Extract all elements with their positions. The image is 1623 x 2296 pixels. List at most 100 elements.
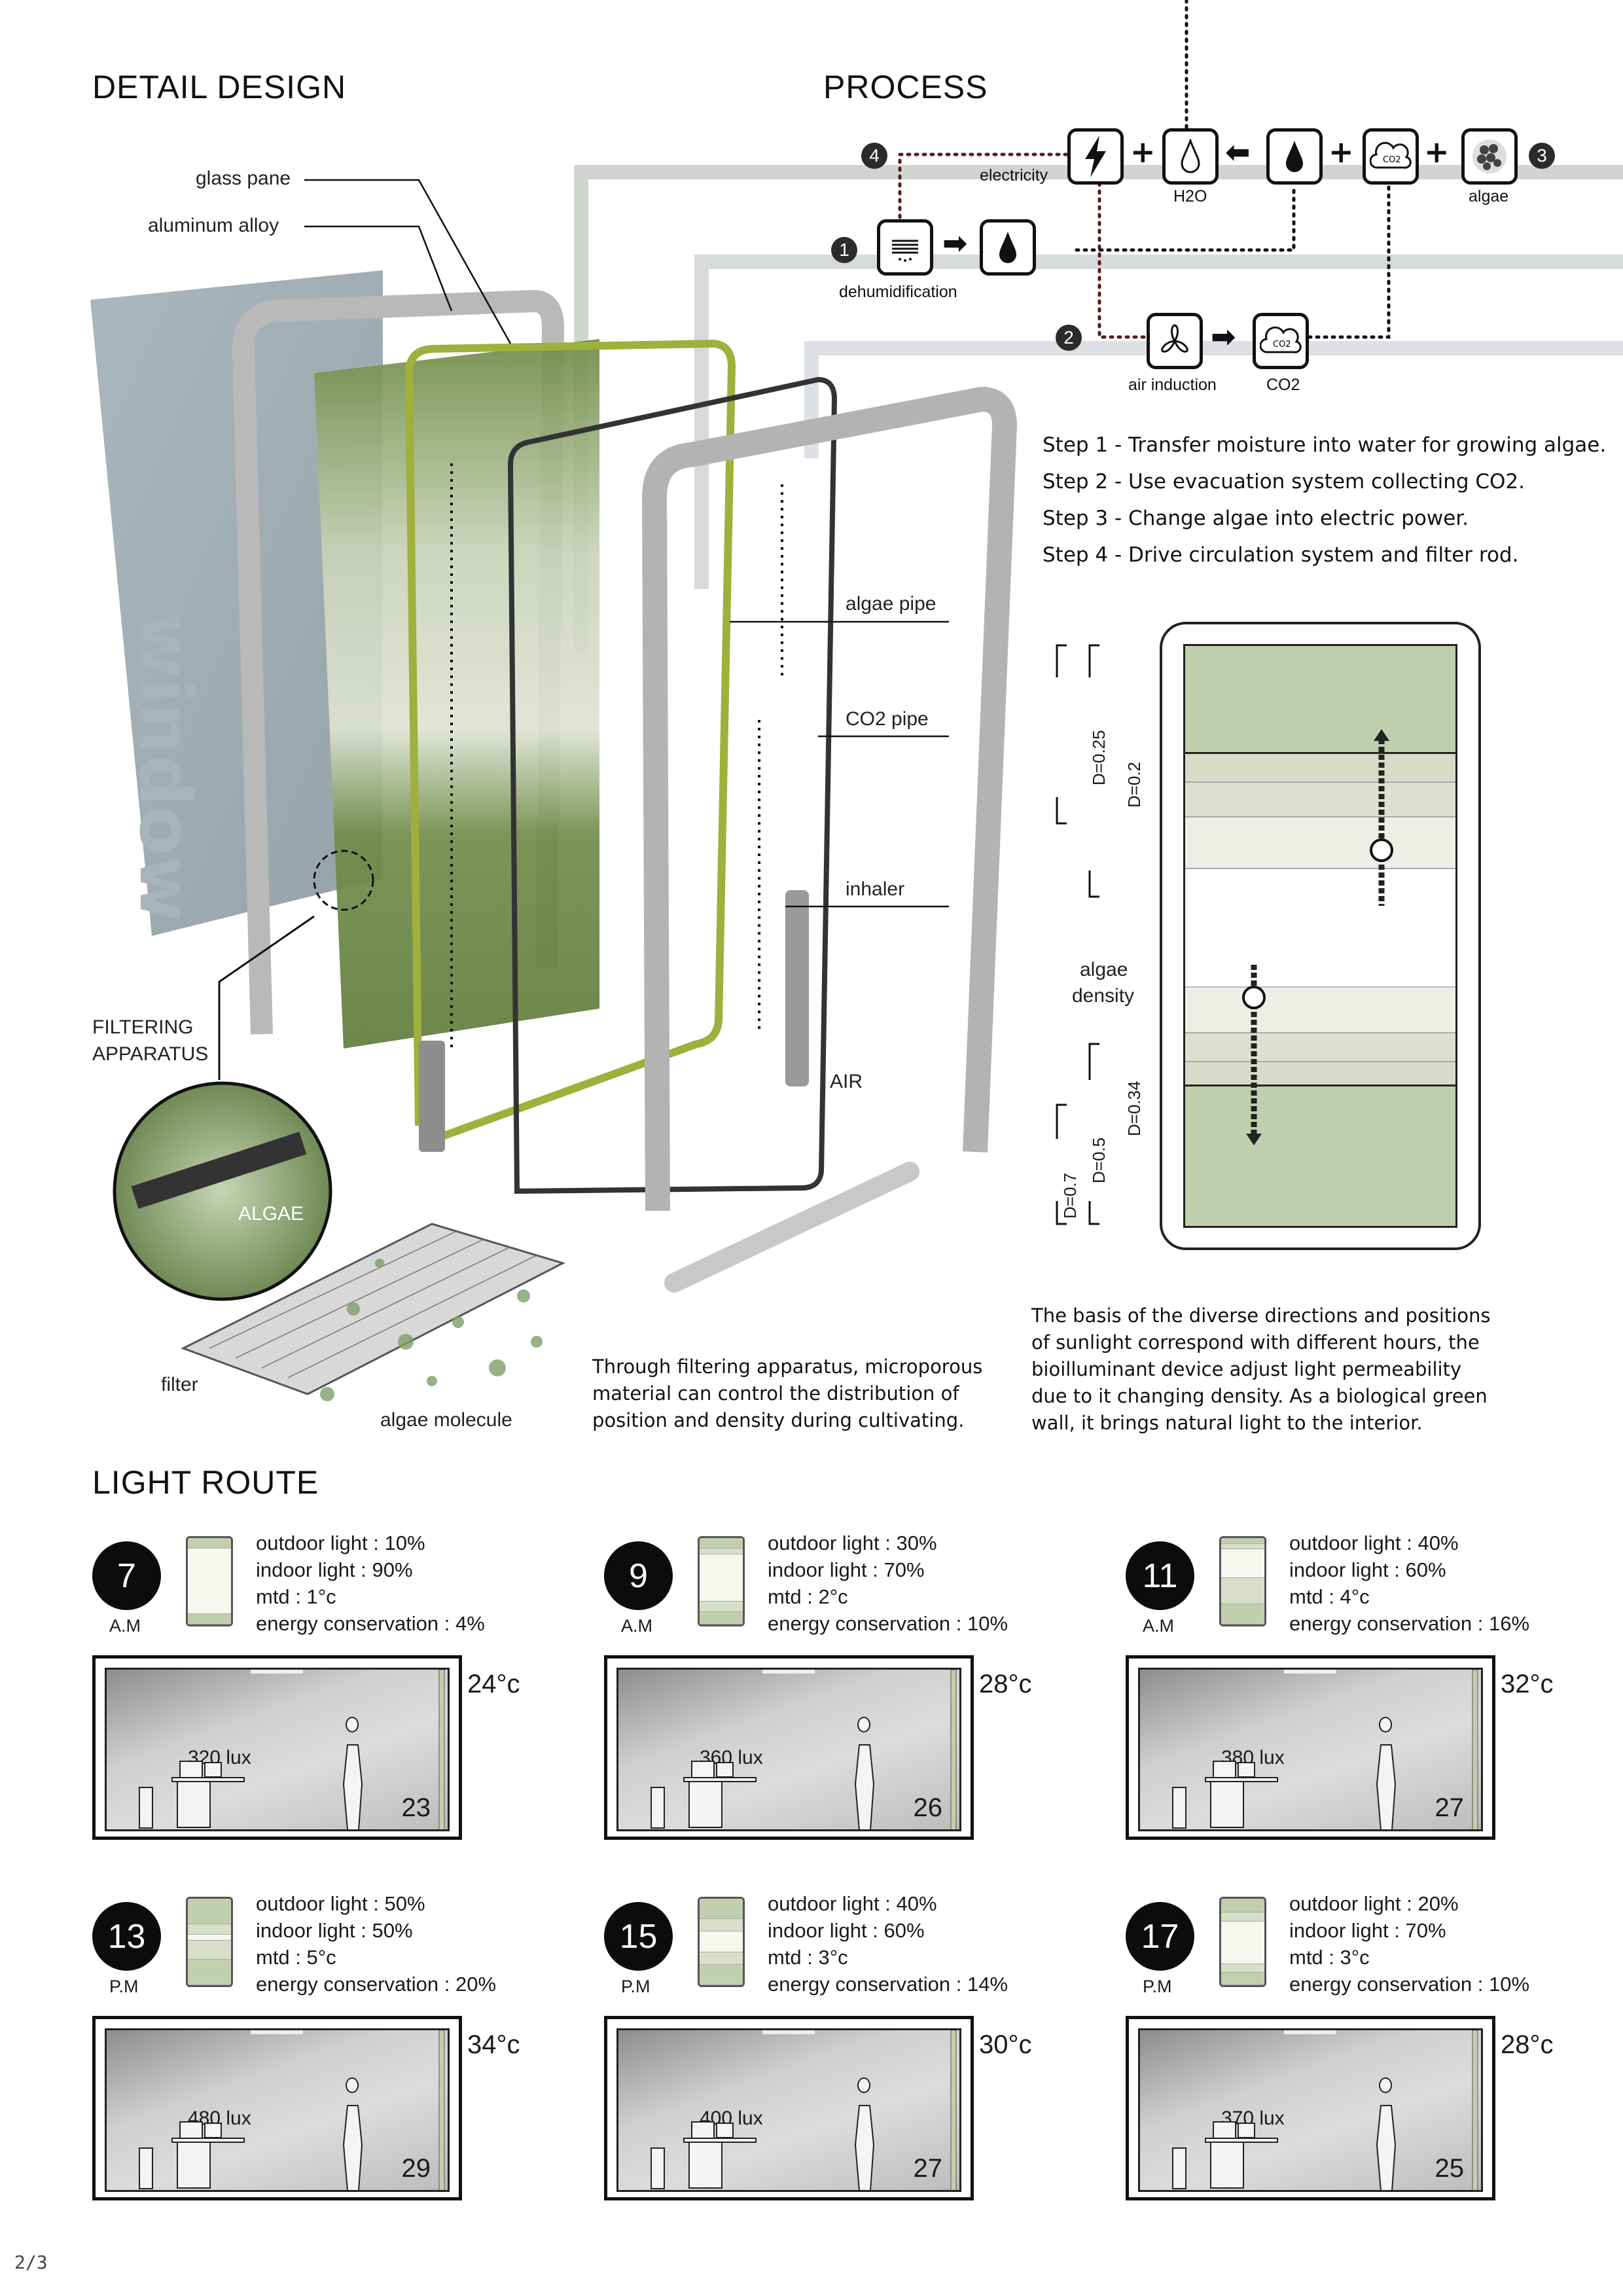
step-badge-4: 4 (861, 143, 887, 169)
mini-window-band (1221, 1922, 1264, 1964)
light-route-card-11: 11 A.M outdoor light : 40% indoor light … (1126, 1530, 1623, 1890)
filter-unit (419, 1041, 445, 1152)
step-badge-2: 2 (1056, 325, 1082, 351)
step-4-text: Step 4 - Drive circulation system and fi… (1043, 543, 1519, 567)
dehumidifier-icon (892, 240, 918, 262)
clock-icon: 17 (1126, 1902, 1194, 1971)
density-band (1185, 987, 1455, 1033)
label-glass-pane: glass pane (196, 168, 291, 189)
filtering-paragraph: Through filtering apparatus, microporous… (592, 1354, 982, 1434)
paragraph-line: The basis of the diverse directions and … (1031, 1304, 1491, 1327)
dehumidification-node (877, 219, 933, 276)
light-route-card-15: 15 P.M outdoor light : 40% indoor light … (604, 1890, 1115, 2250)
period-label: A.M (109, 1616, 141, 1636)
clock-icon: 13 (92, 1902, 161, 1971)
mini-window-band (700, 1919, 743, 1932)
mini-window-band (1221, 1964, 1264, 1973)
indoor-temperature: 23 (401, 1793, 431, 1822)
room-section: 320 lux 23 (92, 1655, 462, 1840)
dim-label: D=0.34 (1124, 1081, 1144, 1136)
density-adjust-arrows (1242, 729, 1393, 1145)
arrow-right-icon: ➡ (1211, 319, 1236, 354)
energy-conservation: energy conservation : 14% (768, 1973, 1008, 1996)
mini-window-band (1221, 1973, 1264, 1985)
paragraph-line: Through filtering apparatus, microporous (592, 1355, 983, 1378)
h2o-label: H2O (1173, 187, 1207, 206)
room-interior: 480 lux 29 (105, 2028, 450, 2192)
indoor-light: indoor light : 50% (256, 1919, 413, 1942)
clock-icon: 11 (1126, 1541, 1194, 1610)
energy-conservation: energy conservation : 4% (256, 1612, 485, 1635)
plus-icon: + (1424, 134, 1450, 170)
mini-window-icon (186, 1897, 233, 1987)
outdoor-temperature: 34°c (467, 2030, 520, 2059)
mini-window-band (188, 1959, 231, 1985)
label-air: AIR (830, 1071, 863, 1092)
light-route-card-7: 7 A.M outdoor light : 10% indoor light :… (92, 1530, 603, 1890)
indoor-temperature: 26 (913, 1793, 943, 1822)
algae-node (1461, 128, 1518, 185)
mini-window-band (188, 1940, 231, 1960)
algae-cells-icon (1472, 139, 1507, 173)
co2-label: CO2 (1266, 376, 1300, 394)
co2-pipe-frame (507, 376, 838, 1194)
inhaler-unit (785, 890, 809, 1086)
water-output-node (980, 219, 1036, 276)
density-band (1185, 1033, 1455, 1063)
room-interior: 400 lux 27 (616, 2028, 961, 2192)
aluminum-frame-right (641, 386, 1018, 1211)
window-word: window (124, 612, 207, 922)
density-band (1185, 1062, 1455, 1087)
light-route-card-17: 17 P.M outdoor light : 20% indoor light … (1126, 1890, 1623, 2250)
dim-label: D=0.2 (1124, 761, 1144, 808)
flow-arrows (450, 458, 783, 1047)
outdoor-light: outdoor light : 20% (1289, 1892, 1459, 1915)
mini-window-band (188, 1924, 231, 1935)
indoor-temperature: 25 (1435, 2154, 1465, 2183)
outdoor-temperature: 28°c (979, 1670, 1032, 1698)
energy-conservation: energy conservation : 20% (256, 1973, 497, 1996)
room-furniture-person-icon (1172, 2030, 1478, 2190)
period-label: P.M (1143, 1977, 1172, 1996)
hour-label: 13 (107, 1917, 146, 1956)
mini-window-icon (698, 1536, 745, 1626)
algae-density-diagram (1160, 622, 1481, 1250)
light-route-card-9: 9 A.M outdoor light : 30% indoor light :… (604, 1530, 1115, 1890)
detail-circle (313, 850, 374, 911)
density-band (1185, 1086, 1455, 1227)
svg-text:CO2: CO2 (1273, 340, 1291, 350)
mini-window-band (700, 1952, 743, 1965)
mini-window-band (188, 1899, 231, 1925)
mini-window-band (700, 1612, 743, 1624)
mini-window-icon (186, 1536, 233, 1626)
step-badge-1: 1 (831, 237, 857, 263)
hour-label: 9 (629, 1556, 648, 1595)
outdoor-temperature: 32°c (1501, 1670, 1554, 1698)
basis-paragraph: The basis of the diverse directions and … (1031, 1302, 1491, 1437)
outdoor-light: outdoor light : 30% (768, 1532, 937, 1554)
mini-window-band (1221, 1604, 1264, 1624)
mini-window-band (188, 1549, 231, 1614)
mtd: mtd : 3°c (768, 1946, 848, 1969)
algae-molecules (320, 1259, 543, 1401)
outdoor-temperature: 24°c (467, 1670, 520, 1698)
dehumidification-label: dehumidification (839, 283, 957, 301)
paragraph-line: wall, it brings natural light to the int… (1031, 1412, 1423, 1434)
density-band (1185, 783, 1455, 818)
hour-label: 15 (619, 1917, 658, 1956)
step-3-text: Step 3 - Change algae into electric powe… (1043, 507, 1469, 530)
paragraph-line: bioilluminant device adjust light permea… (1031, 1358, 1462, 1380)
mini-window-icon (698, 1897, 745, 1987)
light-route-title: LIGHT ROUTE (92, 1464, 319, 1501)
energy-conservation: energy conservation : 10% (1289, 1973, 1530, 1996)
indoor-light: indoor light : 60% (768, 1919, 925, 1942)
label-co2-pipe: CO2 pipe (846, 708, 929, 730)
outdoor-temperature: 30°c (979, 2030, 1032, 2059)
algae-pipe-frame (404, 339, 736, 1143)
co2-collected-node: CO2 (1253, 313, 1309, 369)
light-stats: outdoor light : 30% indoor light : 70% m… (768, 1530, 1008, 1637)
room-interior: 320 lux 23 (105, 1668, 450, 1831)
mini-window-band (188, 1935, 231, 1941)
mini-window-band (700, 1899, 743, 1920)
step-1-text: Step 1 - Transfer moisture into water fo… (1043, 433, 1607, 457)
